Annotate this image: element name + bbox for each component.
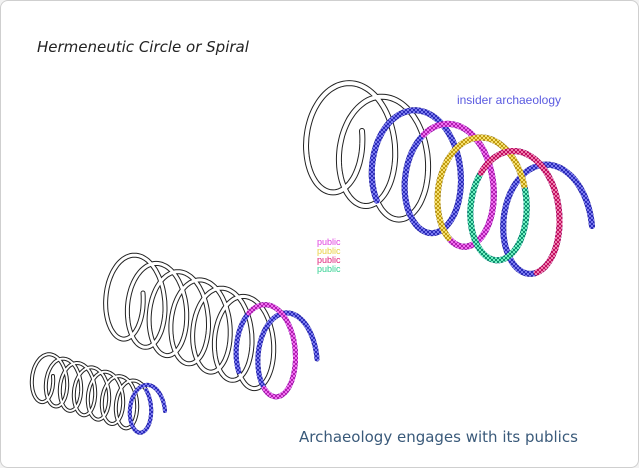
insider-archaeology-label: insider archaeology <box>457 93 561 107</box>
figure-caption: Archaeology engages with its publics <box>299 428 578 446</box>
publics-legend: public public public public <box>317 237 341 274</box>
insider-segment <box>130 385 165 433</box>
spiral-medium <box>106 255 317 397</box>
coil-inner <box>106 255 317 397</box>
spiral-large <box>306 83 592 274</box>
spiral-small <box>32 354 165 432</box>
legend-item: public <box>317 264 341 274</box>
public-segment-green <box>470 173 526 260</box>
